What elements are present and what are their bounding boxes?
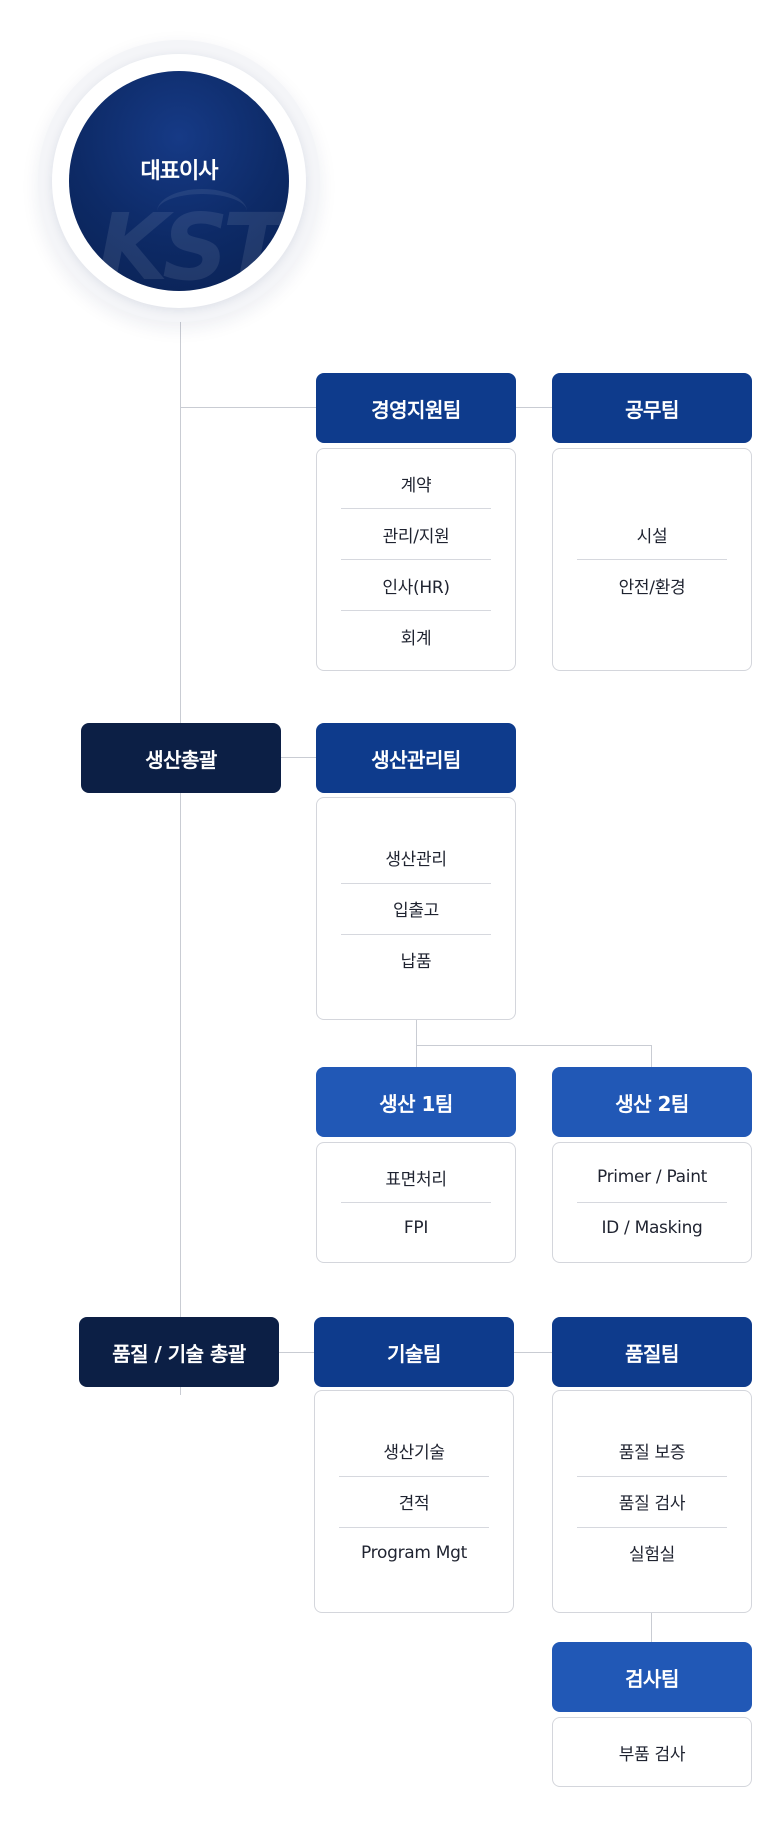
production-mgmt-team-header[interactable]: 생산관리팀 <box>316 723 516 793</box>
production-2-items: Primer / Paint ID / Masking <box>552 1142 752 1263</box>
production-1-team-title: 생산 1팀 <box>379 1091 453 1116</box>
list-item: 표면처리 <box>385 1169 447 1190</box>
ceo-node[interactable]: KST 대표이사 <box>69 71 289 291</box>
list-item: 납품 <box>341 933 491 985</box>
connector-quality-head-to-technical <box>279 1352 314 1353</box>
production-2-team-header[interactable]: 생산 2팀 <box>552 1067 752 1137</box>
logo-arc-watermark <box>157 189 247 234</box>
management-support-team-title: 경영지원팀 <box>371 397 461 422</box>
quality-head-header[interactable]: 품질 / 기술 총괄 <box>79 1317 279 1387</box>
list-item: 회계 <box>341 610 491 661</box>
connector-to-production-1 <box>416 1045 417 1067</box>
inspection-team-header[interactable]: 검사팀 <box>552 1642 752 1712</box>
list-item: Primer / Paint <box>596 1167 708 1187</box>
connector-quality-to-inspection <box>651 1612 652 1642</box>
list-item: 계약 <box>400 475 432 496</box>
kst-logo-watermark: KST <box>97 194 285 292</box>
connector-to-production-2 <box>651 1045 652 1067</box>
quality-team-title: 품질팀 <box>625 1341 679 1366</box>
list-item: FPI <box>341 1202 491 1253</box>
facilities-items: 시설 안전/환경 <box>552 448 752 671</box>
list-item: 안전/환경 <box>577 559 727 610</box>
list-item: 관리/지원 <box>341 508 491 559</box>
quality-items: 품질 보증 품질 검사 실험실 <box>552 1390 752 1613</box>
quality-team-header[interactable]: 품질팀 <box>552 1317 752 1387</box>
list-item: 생산기술 <box>383 1443 445 1463</box>
list-item: 품질 검사 <box>577 1475 727 1527</box>
facilities-team-header[interactable]: 공무팀 <box>552 373 752 443</box>
production-head-header[interactable]: 생산총괄 <box>81 723 281 793</box>
technical-items: 생산기술 견적 Program Mgt <box>314 1390 514 1613</box>
list-item: 시설 <box>636 526 668 547</box>
connector-production-split <box>416 1045 651 1046</box>
list-item: 생산관리 <box>385 850 447 870</box>
main-trunk-line <box>180 290 181 1395</box>
connector-trunk-to-management <box>180 407 316 408</box>
list-item: 부품 검사 <box>618 1744 686 1765</box>
connector-mgmt-down <box>416 1020 417 1045</box>
facilities-team-title: 공무팀 <box>625 397 679 422</box>
list-item: 인사(HR) <box>341 559 491 610</box>
production-mgmt-team-title: 생산관리팀 <box>371 747 461 772</box>
list-item: 입출고 <box>341 882 491 934</box>
inspection-team-title: 검사팀 <box>625 1666 679 1691</box>
management-support-items: 계약 관리/지원 인사(HR) 회계 <box>316 448 516 671</box>
production-2-team-title: 생산 2팀 <box>615 1091 689 1116</box>
production-1-items: 표면처리 FPI <box>316 1142 516 1263</box>
inspection-items: 부품 검사 <box>552 1717 752 1787</box>
list-item: 실험실 <box>577 1526 727 1578</box>
connector-management-to-facilities <box>516 407 552 408</box>
production-head-title: 생산총괄 <box>145 747 217 772</box>
production-1-team-header[interactable]: 생산 1팀 <box>316 1067 516 1137</box>
technical-team-title: 기술팀 <box>387 1341 441 1366</box>
management-support-team-header[interactable]: 경영지원팀 <box>316 373 516 443</box>
connector-production-head-to-mgmt <box>281 757 316 758</box>
connector-technical-to-quality <box>514 1352 552 1353</box>
list-item: 품질 보증 <box>618 1443 686 1463</box>
technical-team-header[interactable]: 기술팀 <box>314 1317 514 1387</box>
quality-head-title: 품질 / 기술 총괄 <box>112 1341 246 1366</box>
ceo-title: 대표이사 <box>140 159 219 184</box>
list-item: ID / Masking <box>577 1202 727 1253</box>
list-item: 견적 <box>339 1475 489 1527</box>
production-mgmt-items: 생산관리 입출고 납품 <box>316 797 516 1020</box>
list-item: Program Mgt <box>339 1526 489 1578</box>
